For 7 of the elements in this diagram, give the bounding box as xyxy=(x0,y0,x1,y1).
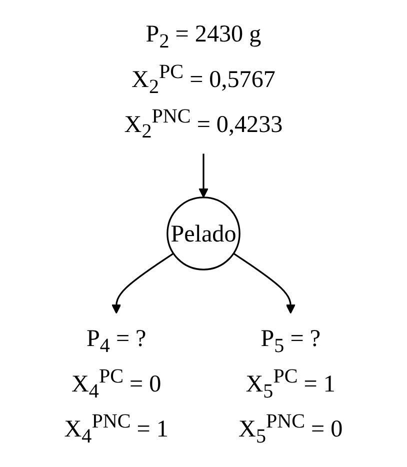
arrow xyxy=(112,252,174,314)
node-text: P$_{2}$ = 2430 g X$_{2}$$^{PC}$ = 0,5767 X$_{2}$$^{PNC}$ = 0,4233 xyxy=(124,20,283,142)
node-circle: Pelado xyxy=(166,196,240,270)
node-text: P$_{4}$ = ? X$_{4}$$^{PC}$ = 0 X$_{4}$$^{PNC}$ = 1 xyxy=(64,324,168,447)
node-text: P$_{5}$ = ? X$_{5}$$^{PC}$ = 1 X$_{5}$$^{PNC}$ = 0 xyxy=(238,324,343,447)
arrow xyxy=(198,154,208,198)
arrow xyxy=(233,252,296,314)
